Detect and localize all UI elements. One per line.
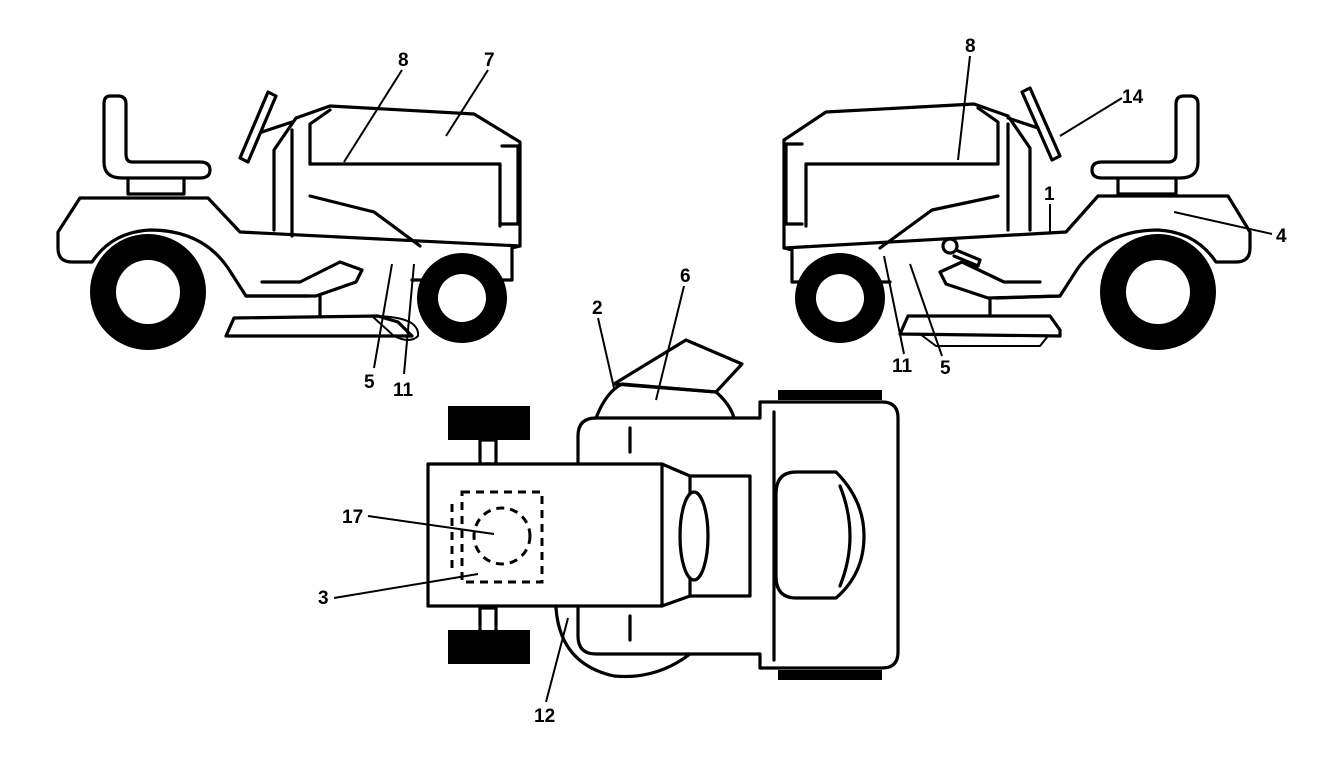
steering-column <box>260 120 294 134</box>
leader-6 <box>655 285 685 401</box>
leader-3 <box>333 573 479 599</box>
front-tire-top <box>448 406 530 440</box>
leader-8-right <box>957 55 971 161</box>
callout-6: 6 <box>680 266 691 287</box>
front-axle-top <box>478 438 498 466</box>
callout-5-left: 5 <box>364 372 375 393</box>
callout-17: 17 <box>342 507 363 528</box>
battery-outline <box>460 490 544 584</box>
grille <box>500 144 520 226</box>
rear-tire-bottom <box>778 670 882 680</box>
leader-2 <box>597 317 615 389</box>
fender-lower <box>56 228 310 298</box>
chute-base <box>594 382 736 420</box>
callout-3: 3 <box>318 588 329 609</box>
front-wheel-hub <box>438 274 486 322</box>
mower-deck <box>898 314 1062 338</box>
discharge-chute <box>919 333 1049 347</box>
callout-numbers: 8 7 5 11 8 14 1 4 11 5 2 6 17 3 12 <box>318 36 1287 727</box>
tractor-top-view <box>426 338 900 680</box>
callout-7: 7 <box>484 50 495 71</box>
rear-wheel-hub <box>1126 260 1190 324</box>
leader-7 <box>445 69 489 137</box>
dash-tower <box>272 104 522 248</box>
side-panel-line <box>308 194 422 248</box>
seat-base <box>1116 178 1178 196</box>
seat <box>1090 94 1200 180</box>
seat-base <box>126 178 186 196</box>
callout-11-left: 11 <box>393 380 414 401</box>
leader-14 <box>1059 97 1123 137</box>
steering-wheel <box>678 490 710 582</box>
leader-4 <box>1173 211 1273 235</box>
rear-tire-top <box>778 390 882 400</box>
steering-wheel <box>238 90 278 164</box>
callout-14: 14 <box>1122 87 1144 108</box>
lever-handle <box>952 248 982 268</box>
tractor-left-side-view <box>56 90 522 350</box>
callout-2: 2 <box>592 298 603 319</box>
discharge-loop <box>371 315 420 341</box>
hood-panel <box>308 162 502 228</box>
hood-upper <box>976 106 1000 166</box>
seat <box>102 94 212 180</box>
rear-fender <box>782 194 1252 284</box>
front-axle-bottom <box>478 606 498 634</box>
callout-5-right: 5 <box>940 358 951 379</box>
leader-5-left <box>373 263 393 369</box>
dash-console <box>660 462 752 608</box>
fuel-cap <box>472 506 532 566</box>
footrest <box>938 260 1062 300</box>
fender-lower <box>994 228 1252 300</box>
seat <box>774 470 866 600</box>
leader-17 <box>367 515 495 535</box>
footrest <box>244 260 364 298</box>
lever-knob <box>941 237 959 255</box>
leader-11-left <box>403 263 415 375</box>
rear-fender <box>56 196 522 282</box>
dash-tower <box>782 102 1032 250</box>
callout-leaders <box>333 55 1273 703</box>
mower-deck <box>224 314 414 338</box>
leader-8-left <box>343 69 403 163</box>
callout-8-right: 8 <box>965 36 976 57</box>
side-panel-line <box>878 194 1000 250</box>
steering-column <box>1006 116 1040 130</box>
tractor-right-side-view <box>782 86 1252 350</box>
steering-wheel <box>1020 86 1062 162</box>
leader-5-right <box>909 263 943 357</box>
rear-wheel-hub <box>116 260 180 324</box>
leader-12 <box>545 617 569 703</box>
front-tire-bottom <box>448 630 530 664</box>
front-wheel-hub <box>816 274 864 322</box>
hood-panel <box>804 162 1000 228</box>
callout-11-right: 11 <box>892 356 913 377</box>
hood-upper <box>308 108 332 166</box>
callout-1: 1 <box>1044 184 1055 205</box>
callout-12: 12 <box>534 706 555 727</box>
grille <box>784 142 804 226</box>
leader-11-right <box>883 255 905 355</box>
seat-back-curve <box>838 484 852 588</box>
callout-8-left: 8 <box>398 50 409 71</box>
callout-4: 4 <box>1276 226 1287 247</box>
